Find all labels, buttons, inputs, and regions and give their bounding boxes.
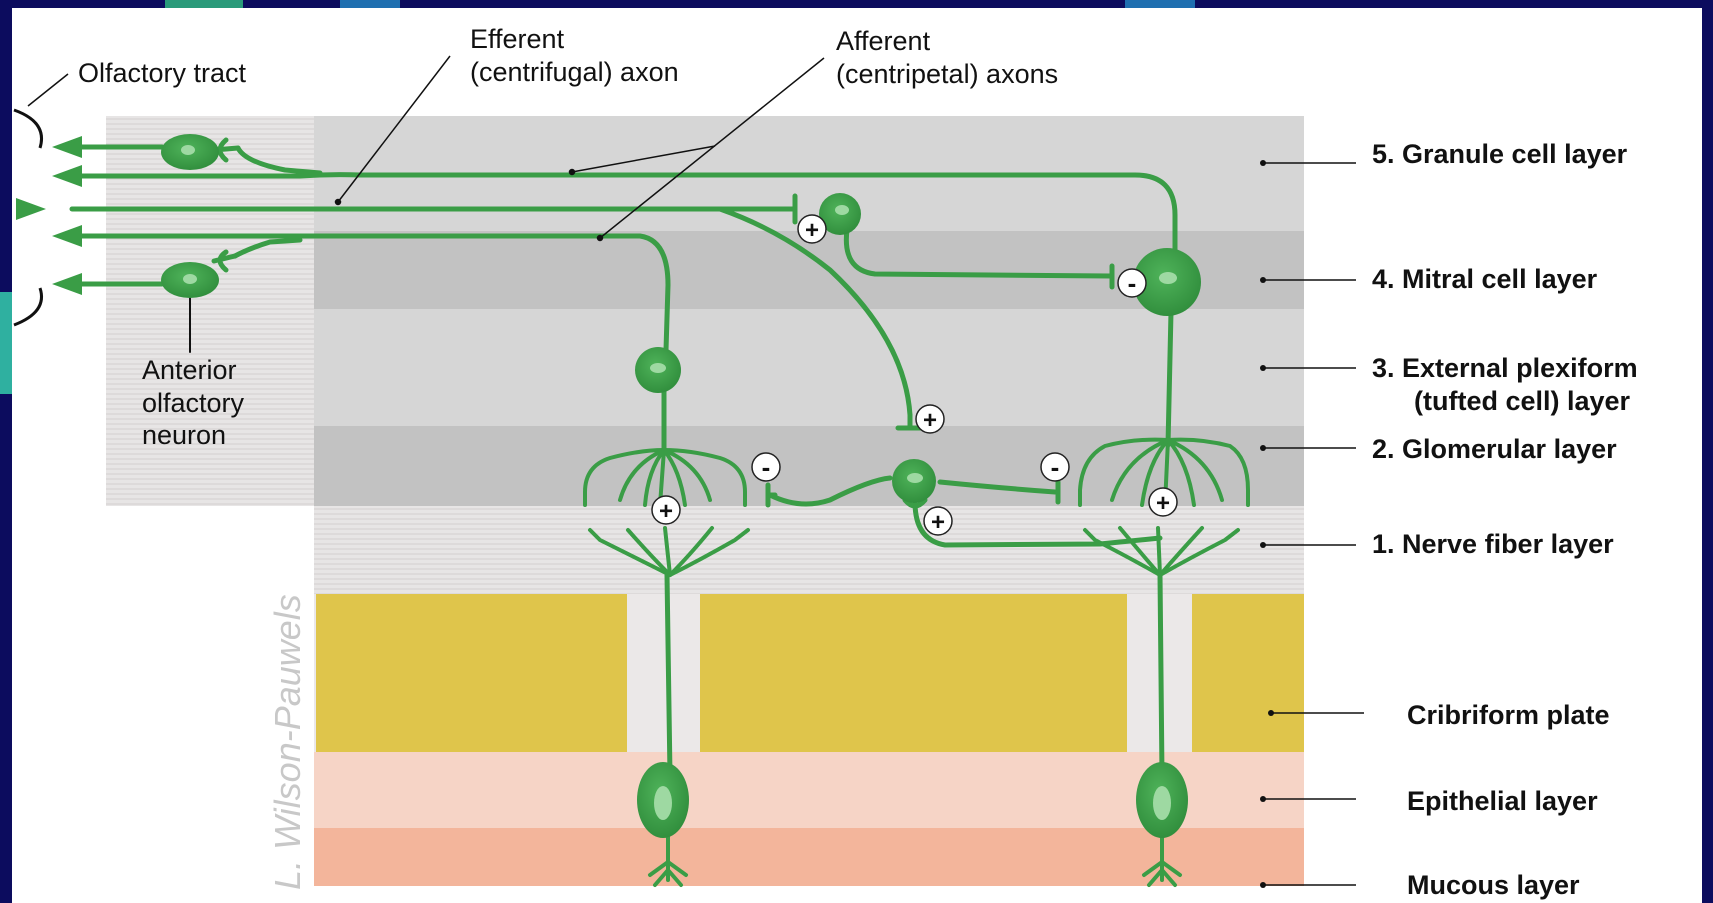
arrow-left-afferent [52, 165, 82, 187]
cribriform-plate-block [700, 594, 1127, 752]
olfactory-tract-label: Olfactory tract [78, 58, 247, 88]
mucous-layer-band [314, 828, 1304, 886]
layer-label-epithelial: Epithelial layer [1407, 786, 1598, 816]
synaptic-terminals [211, 137, 1115, 509]
afferent-label-line2: (centripetal) axons [836, 59, 1058, 89]
efferent-branch-to-granule [717, 206, 913, 418]
layer-label-tufted-cell: (tufted cell) layer [1414, 386, 1631, 416]
svg-text:+: + [931, 509, 945, 536]
anterior-neuron-label-line1: Anterior [142, 355, 237, 385]
svg-text:-: - [1128, 268, 1137, 298]
efferent-label-line1: Efferent [470, 24, 565, 54]
svg-text:+: + [659, 498, 673, 525]
layer-label-mucous: Mucous layer [1407, 870, 1580, 900]
receptor-cilia-right [1142, 833, 1182, 887]
neuron-paths [69, 144, 1182, 887]
layer-leaders [1260, 160, 1364, 888]
inhibitory-synapse-badge: - [751, 452, 781, 482]
anterior-neuron-lower-dendrite [232, 237, 303, 259]
layer-label-external-plexiform: 3. External plexiform [1372, 353, 1638, 383]
svg-text:-: - [762, 452, 771, 482]
arrowheads [16, 136, 82, 295]
arrow-left-lower [52, 273, 82, 295]
anterior-neuron-label-line3: neuron [142, 420, 226, 450]
svg-text:-: - [1051, 452, 1060, 482]
layer-label-mitral: 4. Mitral cell layer [1372, 264, 1598, 294]
periglomerular-process-left [767, 475, 893, 507]
inhibitory-synapse-badge: - [1040, 452, 1070, 482]
svg-text:+: + [923, 407, 937, 434]
arrow-left-upper [52, 136, 82, 158]
olfactory-tract-bracket [13, 108, 43, 327]
frame-tab [340, 0, 400, 8]
efferent-label-line2: (centrifugal) axon [470, 57, 679, 87]
excitatory-synapse-badge: + [797, 214, 827, 244]
anterior-neuron-label-line2: olfactory [142, 388, 245, 418]
excitatory-synapse-badge: + [915, 404, 945, 434]
synapse-badges: + - + - - + + + [651, 214, 1178, 536]
frame-tab [165, 0, 243, 8]
layer-label-nerve-fiber: 1. Nerve fiber layer [1372, 529, 1614, 559]
tufted-afferent-axon [69, 233, 671, 353]
excitatory-synapse-badge: + [1148, 487, 1178, 517]
receptor-axon-right [1157, 572, 1165, 778]
cribriform-plate-block [1192, 594, 1304, 752]
periglomerular-process-right [937, 479, 1058, 495]
frame-tab [0, 292, 12, 394]
external-plexiform-layer-band [314, 309, 1304, 426]
arrow-right-efferent [16, 198, 46, 220]
granule-cell-process [843, 227, 1113, 279]
anterior-olfactory-region [106, 116, 314, 506]
layer-label-granule: 5. Granule cell layer [1372, 139, 1628, 169]
receptor-cilia-left [648, 833, 688, 887]
anterior-neuron-upper-dendrite [235, 145, 323, 176]
cell-bodies [161, 134, 1201, 838]
layer-label-glomerular: 2. Glomerular layer [1372, 434, 1617, 464]
arrow-left-tufted [52, 225, 82, 247]
receptor-axon-left [664, 572, 673, 778]
mitral-cell-dendrite [1165, 309, 1174, 448]
glomerulus-right [1078, 437, 1250, 577]
excitatory-synapse-badge: + [923, 506, 953, 536]
label-leaders [27, 55, 825, 242]
inhibitory-synapse-badge: - [1117, 268, 1147, 298]
illustrator-signature: L. Wilson-Pauwels [267, 594, 308, 890]
layer-label-cribriform: Cribriform plate [1407, 700, 1610, 730]
frame-tab [1125, 0, 1195, 8]
nerve-fiber-layer-band [314, 506, 1304, 594]
mitral-afferent-axon [69, 172, 1178, 253]
periglomerular-process-lower [912, 499, 1163, 548]
afferent-label-line1: Afferent [836, 26, 931, 56]
svg-text:+: + [805, 217, 819, 244]
cribriform-plate-block [316, 594, 627, 752]
excitatory-synapse-badge: + [651, 495, 681, 525]
svg-text:+: + [1156, 490, 1170, 517]
glomerulus-left [583, 448, 750, 577]
